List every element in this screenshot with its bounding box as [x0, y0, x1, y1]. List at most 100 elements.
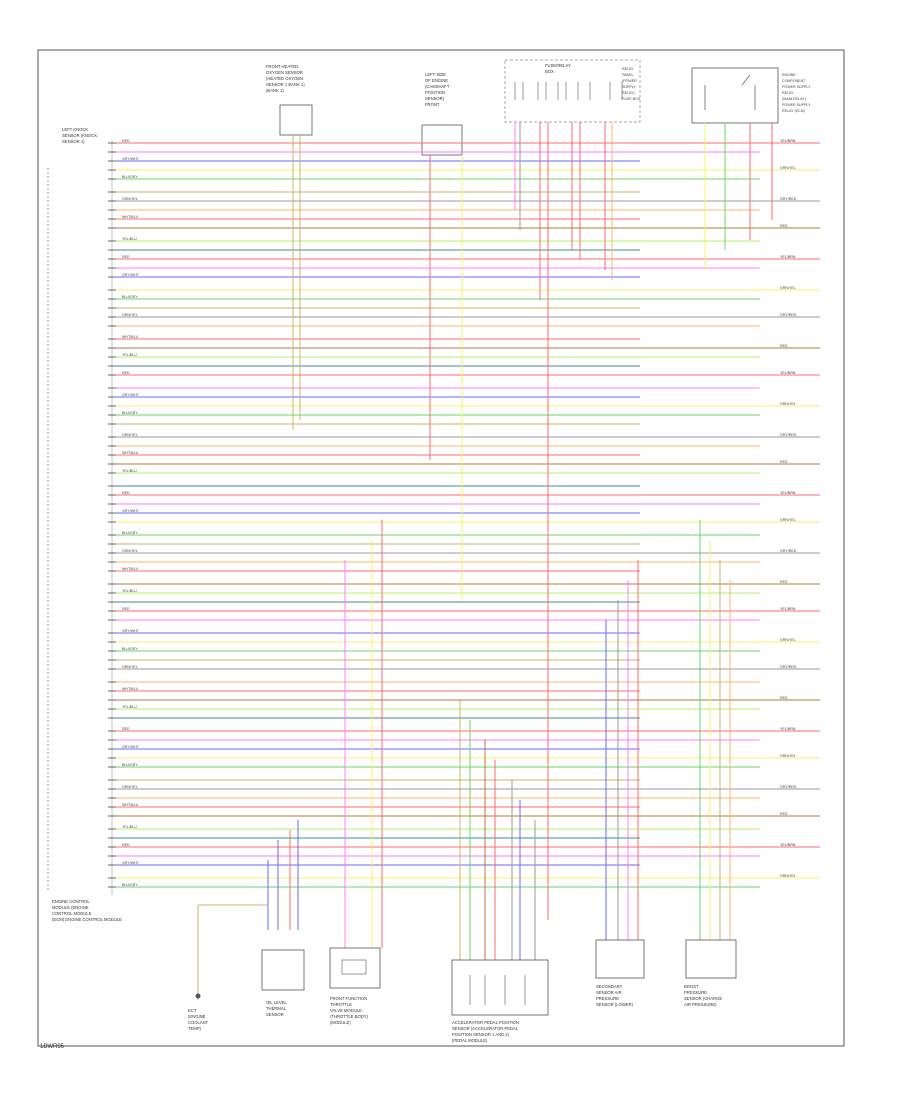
terminal-label: RED [780, 580, 788, 584]
svg-text:(POWER: (POWER [622, 79, 637, 83]
throttle-valve-component: FRONT FUNCTION THROTTLE VALVE MODULE (TH… [329, 947, 381, 1025]
terminal-label: YEL/BRN [780, 255, 796, 259]
wire-color-label: YEL/BLU [122, 705, 137, 709]
svg-text:OIL LEVEL: OIL LEVEL [266, 1000, 287, 1005]
terminal-label: YEL/BRN [780, 843, 796, 847]
terminal-label: YEL/BRN [780, 607, 796, 611]
svg-text:(PEDAL MODULE): (PEDAL MODULE) [452, 1038, 488, 1043]
terminal-label: GRN/YEL [780, 874, 796, 878]
wire-color-label: GRN/YEL [122, 313, 138, 317]
svg-text:(THROTTLE BODY): (THROTTLE BODY) [330, 1014, 369, 1019]
svg-text:SENSOR AIR: SENSOR AIR [596, 990, 622, 995]
terminal-label: GRY/RED [780, 313, 797, 317]
svg-text:(ECM) ENGINE CONTROL MODULE: (ECM) ENGINE CONTROL MODULE [52, 917, 122, 922]
svg-text:ENGINE: ENGINE [782, 73, 796, 77]
wire-color-label: GRN/YEL [122, 785, 138, 789]
wire-color-label: GRN/YEL [122, 433, 138, 437]
svg-text:VALVE MODULE: VALVE MODULE [330, 1008, 362, 1013]
svg-text:POSITION: POSITION [425, 90, 445, 95]
terminal-label: RED [780, 460, 788, 464]
svg-text:SENSOR 1 BANK 1): SENSOR 1 BANK 1) [266, 82, 305, 87]
svg-text:(BANK 1): (BANK 1) [266, 88, 284, 93]
wire-color-label: GRY/WHT [122, 629, 140, 633]
terminal-label: YEL/BRN [780, 139, 796, 143]
svg-text:RELAY: RELAY [782, 91, 794, 95]
svg-text:RELAY (ECM): RELAY (ECM) [782, 109, 805, 113]
terminal-label: YEL/BRN [780, 491, 796, 495]
svg-text:SENSOR (KNOCK: SENSOR (KNOCK [62, 133, 97, 138]
wire-color-label: GRY/WHT [122, 157, 140, 161]
wire-color-label: BLU/GRY [122, 531, 138, 535]
terminal-label: RED [780, 812, 788, 816]
terminal-label: GRN/YEL [780, 166, 796, 170]
secondary-air-sensor-component: SECONDARY SENSOR AIR PRESSURE SENSOR (LO… [595, 939, 645, 1007]
svg-text:ECT: ECT [188, 1008, 197, 1013]
svg-text:MODULE (ENGINE: MODULE (ENGINE [52, 905, 89, 910]
wire-color-label: GRY/WHT [122, 273, 140, 277]
camshaft-sensor-component: LEFT SIDE OF ENGINE (CAMSHAFT POSITION S… [421, 72, 463, 156]
wire-color-label: GRY/WHT [122, 509, 140, 513]
pin-label-group: RED YEL/BRN GRY/WHT GRN/YEL BLU/GRY GRN/YEL GR… [108, 139, 797, 888]
terminal-label: GRY/RED [780, 197, 797, 201]
terminal-label: GRN/YEL [780, 402, 796, 406]
wire-color-label: RED [122, 491, 130, 495]
wire-color-label: RED [122, 371, 130, 375]
svg-text:PRESSURE: PRESSURE [684, 990, 707, 995]
wire-color-label: WHT/BLU [122, 803, 139, 807]
svg-text:OF ENGINE: OF ENGINE [425, 78, 448, 83]
svg-text:SECONDARY: SECONDARY [596, 984, 623, 989]
wire-color-label: BLU/GRY [122, 763, 138, 767]
svg-text:BOOST: BOOST [684, 984, 699, 989]
horizontal-wire-group [112, 142, 820, 888]
svg-text:(MODULE): (MODULE) [330, 1020, 351, 1025]
svg-text:OXYGEN SENSOR: OXYGEN SENSOR [266, 70, 303, 75]
terminal-label: GRN/YEL [780, 286, 796, 290]
svg-text:(HEATED OXYGEN: (HEATED OXYGEN [266, 76, 303, 81]
fuse-relay-box: FUSE/RELAY BOX RELAY PANEL (POWER SUPPLY… [504, 59, 641, 123]
wire-color-label: GRN/YEL [122, 197, 138, 201]
svg-text:BOX: BOX [545, 69, 554, 74]
terminal-label: YEL/BRN [780, 371, 796, 375]
svg-text:SENSOR): SENSOR) [425, 96, 445, 101]
boost-pressure-sensor-component: BOOST PRESSURE SENSOR (CHARGE AIR PRESSU… [684, 939, 737, 1007]
svg-text:CONTROL MODULE: CONTROL MODULE [52, 911, 92, 916]
svg-text:COMPONENT: COMPONENT [782, 79, 806, 83]
wire-color-label: RED [122, 843, 130, 847]
wire-color-label: WHT/BLU [122, 215, 139, 219]
wire-color-label: BLU/GRY [122, 175, 138, 179]
svg-text:SENSOR (ACCELERATOR PEDAL: SENSOR (ACCELERATOR PEDAL [452, 1026, 519, 1031]
oxygen-sensor-component: FRONT HEATED OXYGEN SENSOR (HEATED OXYGE… [266, 64, 313, 136]
svg-text:TEMP): TEMP) [188, 1026, 202, 1031]
svg-text:ACCELERATOR PEDAL POSITION: ACCELERATOR PEDAL POSITION [452, 1020, 519, 1025]
wire-color-label: WHT/BLU [122, 451, 139, 455]
terminal-label: GRY/RED [780, 549, 797, 553]
wire-color-label: YEL/BLU [122, 589, 137, 593]
terminal-label: GRY/RED [780, 785, 797, 789]
svg-text:FUSE BOX: FUSE BOX [622, 97, 641, 101]
svg-text:SENSOR 1): SENSOR 1) [62, 139, 85, 144]
wire-color-label: GRY/WHT [122, 393, 140, 397]
wire-color-label: WHT/BLU [122, 687, 139, 691]
svg-text:ENGINE CONTROL: ENGINE CONTROL [52, 899, 90, 904]
svg-text:FRONT: FRONT [425, 102, 440, 107]
wire-color-label: BLU/GRY [122, 647, 138, 651]
wire-color-label: GRN/YEL [122, 665, 138, 669]
wire-color-label: RED [122, 139, 130, 143]
page-reference: 1BWR95 [40, 1044, 65, 1050]
svg-text:COOLANT: COOLANT [188, 1020, 209, 1025]
wire-color-label: GRY/WHT [122, 745, 140, 749]
terminal-label: RED [780, 344, 788, 348]
terminal-label: RED [780, 224, 788, 228]
left-knock-sensor-label: LEFT KNOCK SENSOR (KNOCK SENSOR 1) [62, 127, 97, 144]
svg-text:THERMAL: THERMAL [266, 1006, 287, 1011]
wire-color-label: YEL/BLU [122, 825, 137, 829]
svg-text:SENSOR (LOWER): SENSOR (LOWER) [596, 1002, 634, 1007]
wire-color-label: YEL/BLU [122, 237, 137, 241]
wire-color-label: YEL/BLU [122, 353, 137, 357]
oil-level-sensor-component: OIL LEVEL THERMAL SENSOR [261, 949, 305, 1017]
vertical-wire-group [267, 122, 773, 960]
wire-color-label: BLU/GRY [122, 883, 138, 887]
ect-sensor-component: ECT (ENGINE COOLANT TEMP) [188, 904, 268, 1031]
terminal-label: YEL/BRN [780, 727, 796, 731]
svg-text:(MAIN RELAY): (MAIN RELAY) [782, 97, 806, 101]
